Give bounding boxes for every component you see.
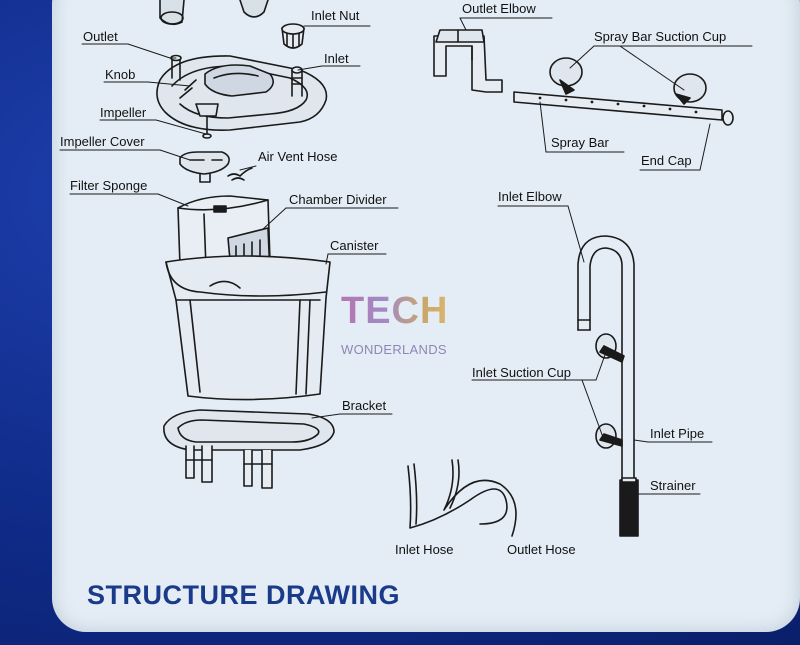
- bracket-part: [163, 409, 335, 489]
- label-bracket: Bracket: [342, 398, 387, 413]
- label-inlet-elbow: Inlet Elbow: [498, 189, 562, 204]
- canister-part: [165, 255, 331, 401]
- spray-bar-part: [513, 91, 734, 126]
- label-inlet-nut: Inlet Nut: [311, 8, 360, 23]
- impeller-cover-part: [179, 151, 230, 183]
- label-chamber-divider: Chamber Divider: [289, 192, 387, 207]
- label-impeller-cover: Impeller Cover: [60, 134, 145, 149]
- label-outlet-elbow: Outlet Elbow: [462, 1, 536, 16]
- inlet-pipe-part: [577, 235, 635, 481]
- top-partial-nut: [159, 0, 185, 26]
- label-outlet-hose: Outlet Hose: [507, 542, 576, 557]
- inlet-suction-cup-upper: [595, 333, 625, 363]
- leader-lines: [59, 17, 753, 495]
- label-strainer: Strainer: [650, 478, 696, 493]
- inlet-nut-part: [281, 23, 305, 49]
- label-spray-bar-suction-cup: Spray Bar Suction Cup: [594, 29, 727, 44]
- outlet-elbow-part: [433, 29, 503, 93]
- label-inlet-hose: Inlet Hose: [395, 542, 454, 557]
- label-outlet: Outlet: [83, 29, 118, 44]
- label-inlet-pipe: Inlet Pipe: [650, 426, 705, 441]
- label-inlet-suction-cup: Inlet Suction Cup: [472, 365, 572, 380]
- inlet-hose-part: [407, 463, 508, 529]
- label-spray-bar: Spray Bar: [551, 135, 609, 150]
- spray-bar-suction-cup-left: [549, 57, 583, 95]
- spray-bar-suction-cup-right: [673, 73, 707, 105]
- label-filter-sponge: Filter Sponge: [70, 178, 148, 193]
- label-impeller: Impeller: [100, 105, 147, 120]
- label-knob: Knob: [105, 67, 136, 82]
- label-inlet: Inlet: [324, 51, 349, 66]
- top-partial-valve: [239, 0, 269, 18]
- outlet-hose-part: [443, 459, 517, 537]
- strainer-part: [619, 477, 639, 537]
- watermark-subtext: WONDERLANDS: [341, 342, 447, 357]
- watermark-logo: TECH: [341, 290, 449, 332]
- impeller-part: [195, 103, 219, 139]
- label-air-vent-hose: Air Vent Hose: [258, 149, 338, 164]
- label-canister: Canister: [330, 238, 379, 253]
- filter-head-part: [156, 54, 328, 131]
- air-vent-hose-part: [227, 167, 253, 181]
- page-title: STRUCTURE DRAWING: [87, 580, 400, 610]
- label-end-cap: End Cap: [641, 153, 692, 168]
